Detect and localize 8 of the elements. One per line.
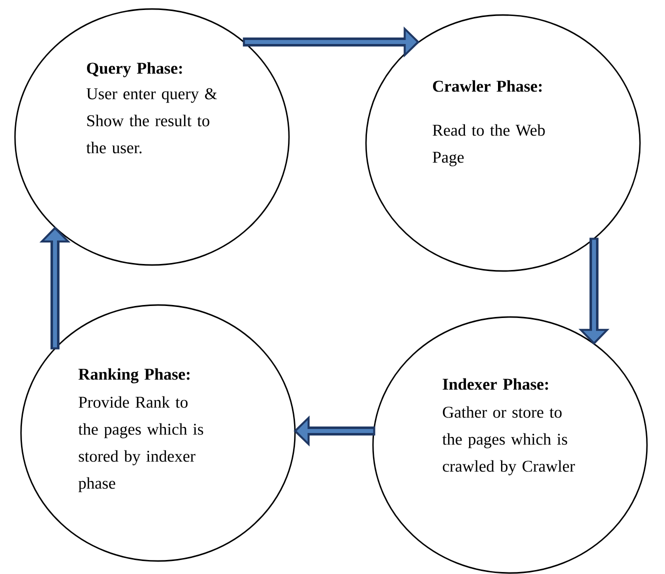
phase-description: Provide Rank to the pages which is stored by indexer phase (78, 396, 204, 492)
phase-description: Gather or store to the pages which is crawled by Crawler (442, 406, 575, 476)
phase-description: User enter query & Show the result to the user. (86, 88, 217, 154)
phase-description: Read to the Web Page (432, 124, 545, 166)
phase-heading: Crawler Phase: (433, 80, 542, 92)
phase-heading: Indexer Phase: (442, 378, 548, 390)
phase-heading: Ranking Phase: (78, 368, 190, 384)
phase-heading: Query Phase: (87, 62, 182, 78)
